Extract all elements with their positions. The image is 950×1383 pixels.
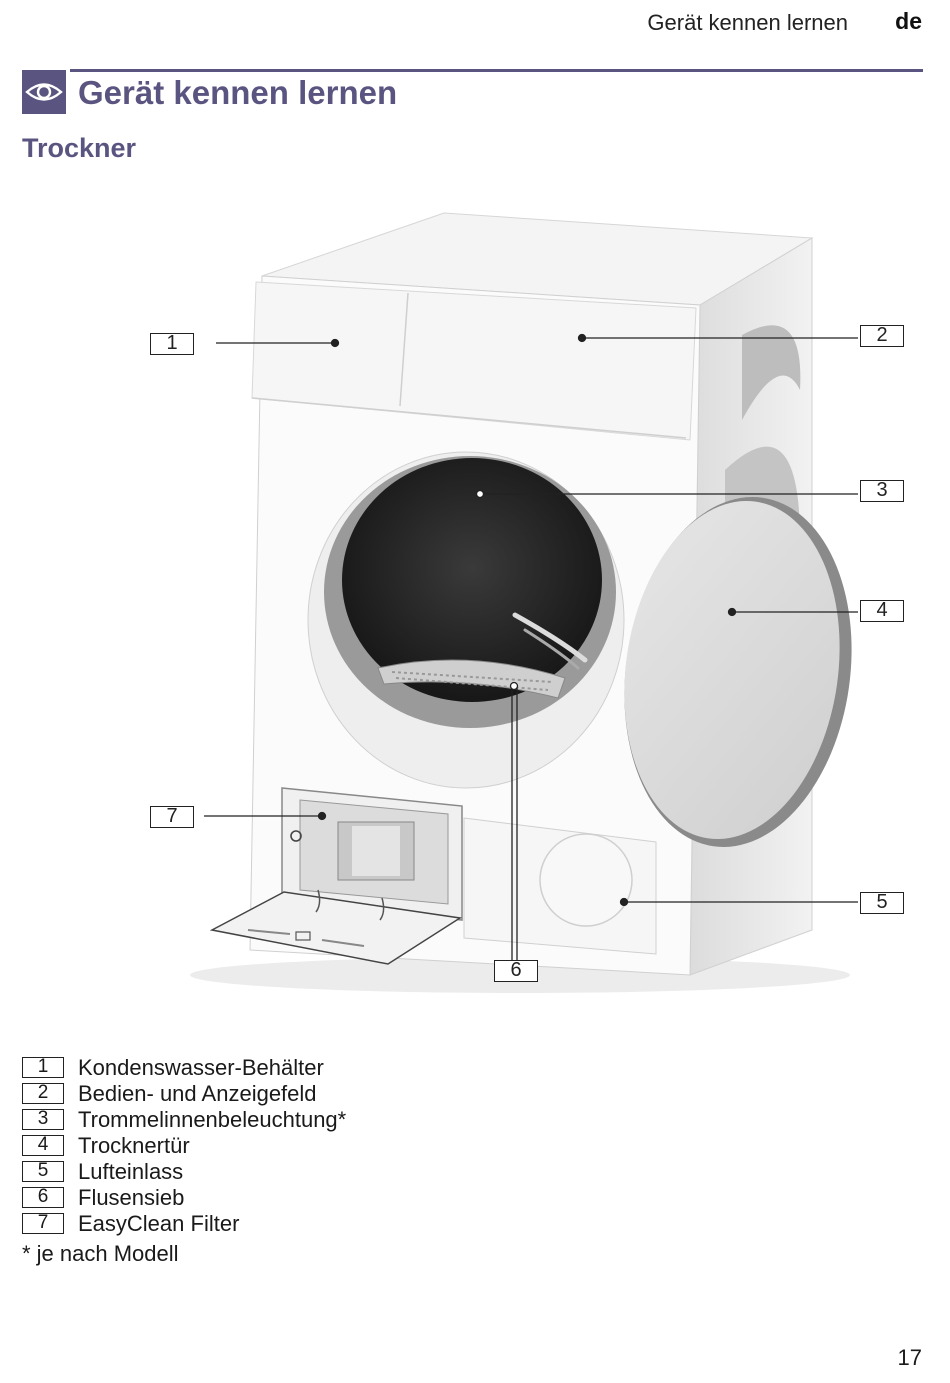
legend-item: 7 EasyClean Filter bbox=[22, 1211, 622, 1237]
callout-1: 1 bbox=[150, 333, 194, 355]
page-number: 17 bbox=[897, 1345, 922, 1370]
legend-item: 4 Trocknertür bbox=[22, 1133, 622, 1159]
legend-item: 1 Kondenswasser-Behälter bbox=[22, 1055, 622, 1081]
callout-2: 2 bbox=[860, 325, 904, 347]
callout-4: 4 bbox=[860, 600, 904, 622]
legend-number: 3 bbox=[22, 1109, 64, 1130]
legend-label: Flusensieb bbox=[78, 1185, 185, 1210]
legend-label: Bedien- und Anzeigefeld bbox=[78, 1081, 317, 1106]
dryer-illustration: 1 2 3 4 5 6 7 bbox=[0, 190, 950, 1000]
running-title: Gerät kennen lernen bbox=[647, 10, 848, 35]
callout-5: 5 bbox=[860, 892, 904, 914]
section-title: Gerät kennen lernen bbox=[78, 74, 398, 111]
legend-label: Trocknertür bbox=[78, 1133, 190, 1158]
title-rule bbox=[70, 69, 923, 72]
legend-item: 3 Trommelinnenbeleuchtung* bbox=[22, 1107, 622, 1133]
eye-icon bbox=[22, 70, 66, 114]
legend-item: 6 Flusensieb bbox=[22, 1185, 622, 1211]
callout-7: 7 bbox=[150, 806, 194, 828]
legend-number: 4 bbox=[22, 1135, 64, 1156]
running-header: Gerät kennen lernen de bbox=[0, 8, 950, 38]
legend-number: 1 bbox=[22, 1057, 64, 1078]
callout-6: 6 bbox=[494, 960, 538, 982]
subsection-title: Trockner bbox=[22, 133, 137, 163]
language-code: de bbox=[895, 8, 922, 34]
legend-label: Trommelinnenbeleuchtung* bbox=[78, 1107, 347, 1132]
legend-number: 7 bbox=[22, 1213, 64, 1234]
legend-label: Lufteinlass bbox=[78, 1159, 184, 1184]
legend-list: 1 Kondenswasser-Behälter 2 Bedien- und A… bbox=[22, 1055, 622, 1237]
callout-3: 3 bbox=[860, 480, 904, 502]
legend-number: 6 bbox=[22, 1187, 64, 1208]
footnote: * je nach Modell bbox=[22, 1241, 179, 1266]
legend-number: 5 bbox=[22, 1161, 64, 1182]
legend-label: EasyClean Filter bbox=[78, 1211, 240, 1236]
legend-number: 2 bbox=[22, 1083, 64, 1104]
legend-item: 5 Lufteinlass bbox=[22, 1159, 622, 1185]
legend-label: Kondenswasser-Behälter bbox=[78, 1055, 324, 1080]
legend-item: 2 Bedien- und Anzeigefeld bbox=[22, 1081, 622, 1107]
